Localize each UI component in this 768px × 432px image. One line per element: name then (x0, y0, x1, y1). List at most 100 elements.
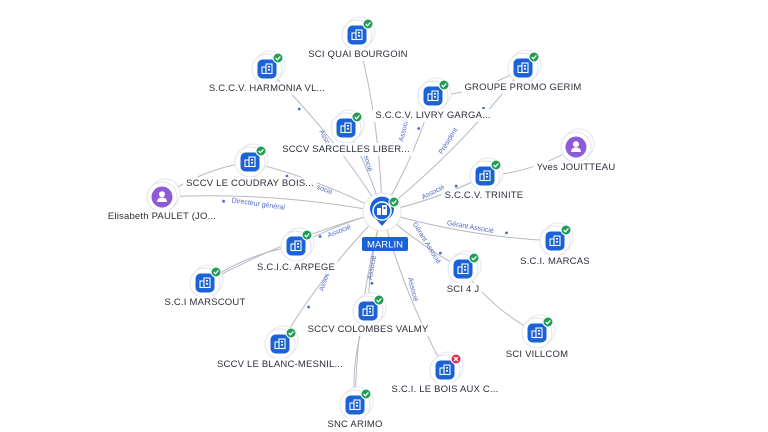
active-check-icon (438, 79, 450, 91)
node-label-bg-colombes (304, 323, 432, 336)
center-node[interactable]: MARLIN (362, 192, 408, 251)
node-company-tile (336, 118, 356, 138)
node-company-tile (195, 273, 215, 293)
node-paulet[interactable] (146, 178, 181, 213)
node-label-bg-quai (305, 48, 411, 61)
edge-arrow-coudray (285, 174, 289, 178)
edge-center-marcas (381, 211, 556, 242)
node-colombes[interactable] (352, 292, 387, 327)
company-building-icon (244, 156, 256, 168)
node-label-marscout: S.C.I MARSCOUT (165, 297, 246, 308)
node-label-paulet: Elisabeth PAULET (JO... (108, 211, 216, 222)
active-check-icon (351, 111, 363, 123)
edge-label-marcas: Gérant Associé (446, 220, 494, 235)
edge-center-paulet (161, 195, 383, 213)
node-sci4j[interactable] (447, 250, 482, 285)
node-label-harmonia: S.C.C.V. HARMONIA VL... (209, 83, 325, 94)
node-company-tile (257, 59, 277, 79)
edge-label-sci4j: Gérant Associé (411, 221, 442, 265)
edge-arrow-harmonia (297, 107, 301, 111)
edge-arrow-colombes (370, 281, 374, 285)
company-building-icon (479, 170, 491, 182)
node-company-tile (286, 236, 306, 256)
company-building-icon (549, 235, 561, 247)
node-jouitteau[interactable] (560, 128, 595, 163)
node-arpege[interactable] (280, 227, 315, 262)
edge-arrow-sci4j (438, 251, 442, 255)
node-label-bg-livry (372, 109, 494, 122)
inactive-cross-icon (450, 353, 462, 365)
node-company-tile (423, 86, 443, 106)
node-trinite[interactable] (469, 157, 504, 192)
node-label-bg-marcas (517, 255, 593, 268)
node-label-bg-harmonia (205, 82, 329, 95)
company-building-icon (199, 277, 211, 289)
node-marcas[interactable] (539, 222, 574, 257)
node-label-bg-marscout (161, 296, 249, 309)
person-icon (571, 141, 581, 152)
node-label-marcas: S.C.I. MARCAS (520, 256, 590, 267)
active-check-icon (468, 252, 480, 264)
company-building-icon (457, 263, 469, 275)
edge-arrow-paulet (222, 199, 226, 203)
edge-label-gerim: Président (438, 127, 460, 156)
center-label: MARLIN (367, 240, 403, 251)
node-label-bg-coudray (183, 177, 317, 190)
node-company-tile (513, 58, 533, 78)
node-label-bg-trinite (441, 189, 527, 202)
active-check-icon (285, 327, 297, 339)
center-check-icon (388, 196, 400, 208)
node-harmonia[interactable] (251, 50, 286, 85)
company-building-icon (274, 338, 286, 350)
node-marscout[interactable] (189, 264, 224, 299)
node-label-bg-boisaux (388, 383, 502, 396)
company-building-icon (377, 205, 387, 215)
company-building-icon (351, 29, 363, 41)
company-building-icon (362, 305, 374, 317)
company-building-icon (290, 240, 302, 252)
node-label-bg-gerim (461, 81, 585, 94)
node-arimo[interactable] (339, 386, 374, 421)
node-company-tile (347, 25, 367, 45)
node-label-bg-sarcelles (279, 143, 413, 156)
active-check-icon (362, 18, 374, 30)
node-company-tile (240, 152, 260, 172)
node-company-tile (475, 166, 495, 186)
edge-arrow-trinite (454, 184, 458, 188)
company-building-icon (531, 327, 543, 339)
company-building-icon (349, 399, 361, 411)
node-livry[interactable] (417, 77, 452, 112)
node-boisaux[interactable] (429, 351, 464, 386)
active-check-icon (272, 52, 284, 64)
node-label-arimo: SNC ARIMO (327, 419, 382, 430)
node-gerim[interactable] (507, 49, 542, 84)
node-label-quai: SCI QUAI BOURGOIN (308, 49, 407, 60)
node-label-sci4j: SCI 4 J (447, 284, 480, 295)
node-villcom[interactable] (521, 314, 556, 349)
node-company-tile (270, 334, 290, 354)
node-label-blanc: SCCV LE BLANC-MESNIL... (217, 359, 343, 370)
node-label-coudray: SCCV LE COUDRAY BOIS... (186, 178, 314, 189)
active-check-icon (373, 294, 385, 306)
node-label-trinite: S.C.C.V. TRINITE (445, 190, 524, 201)
node-company-tile (545, 231, 565, 251)
edge-label-colombes: Associé (367, 255, 378, 280)
company-building-icon (439, 364, 451, 376)
active-check-icon (528, 51, 540, 63)
center-label-badge (362, 237, 408, 251)
active-check-icon (490, 159, 502, 171)
node-quai[interactable] (341, 16, 376, 51)
edge-arrow-livry (417, 127, 421, 130)
node-sarcelles[interactable] (330, 109, 365, 144)
node-coudray[interactable] (234, 143, 269, 178)
node-label-bg-arimo (324, 418, 386, 431)
node-blanc[interactable] (264, 325, 299, 360)
node-label-arpege: S.C.I.C. ARPEGE (257, 262, 335, 273)
node-label-gerim: GROUPE PROMO GERIM (464, 82, 581, 93)
edge-label-paulet: Directeur général (231, 197, 286, 211)
node-company-tile (358, 301, 378, 321)
node-label-bg-arpege (254, 261, 338, 274)
node-label-bg-villcom (502, 348, 572, 361)
company-building-icon (427, 90, 439, 102)
node-company-tile (435, 360, 455, 380)
